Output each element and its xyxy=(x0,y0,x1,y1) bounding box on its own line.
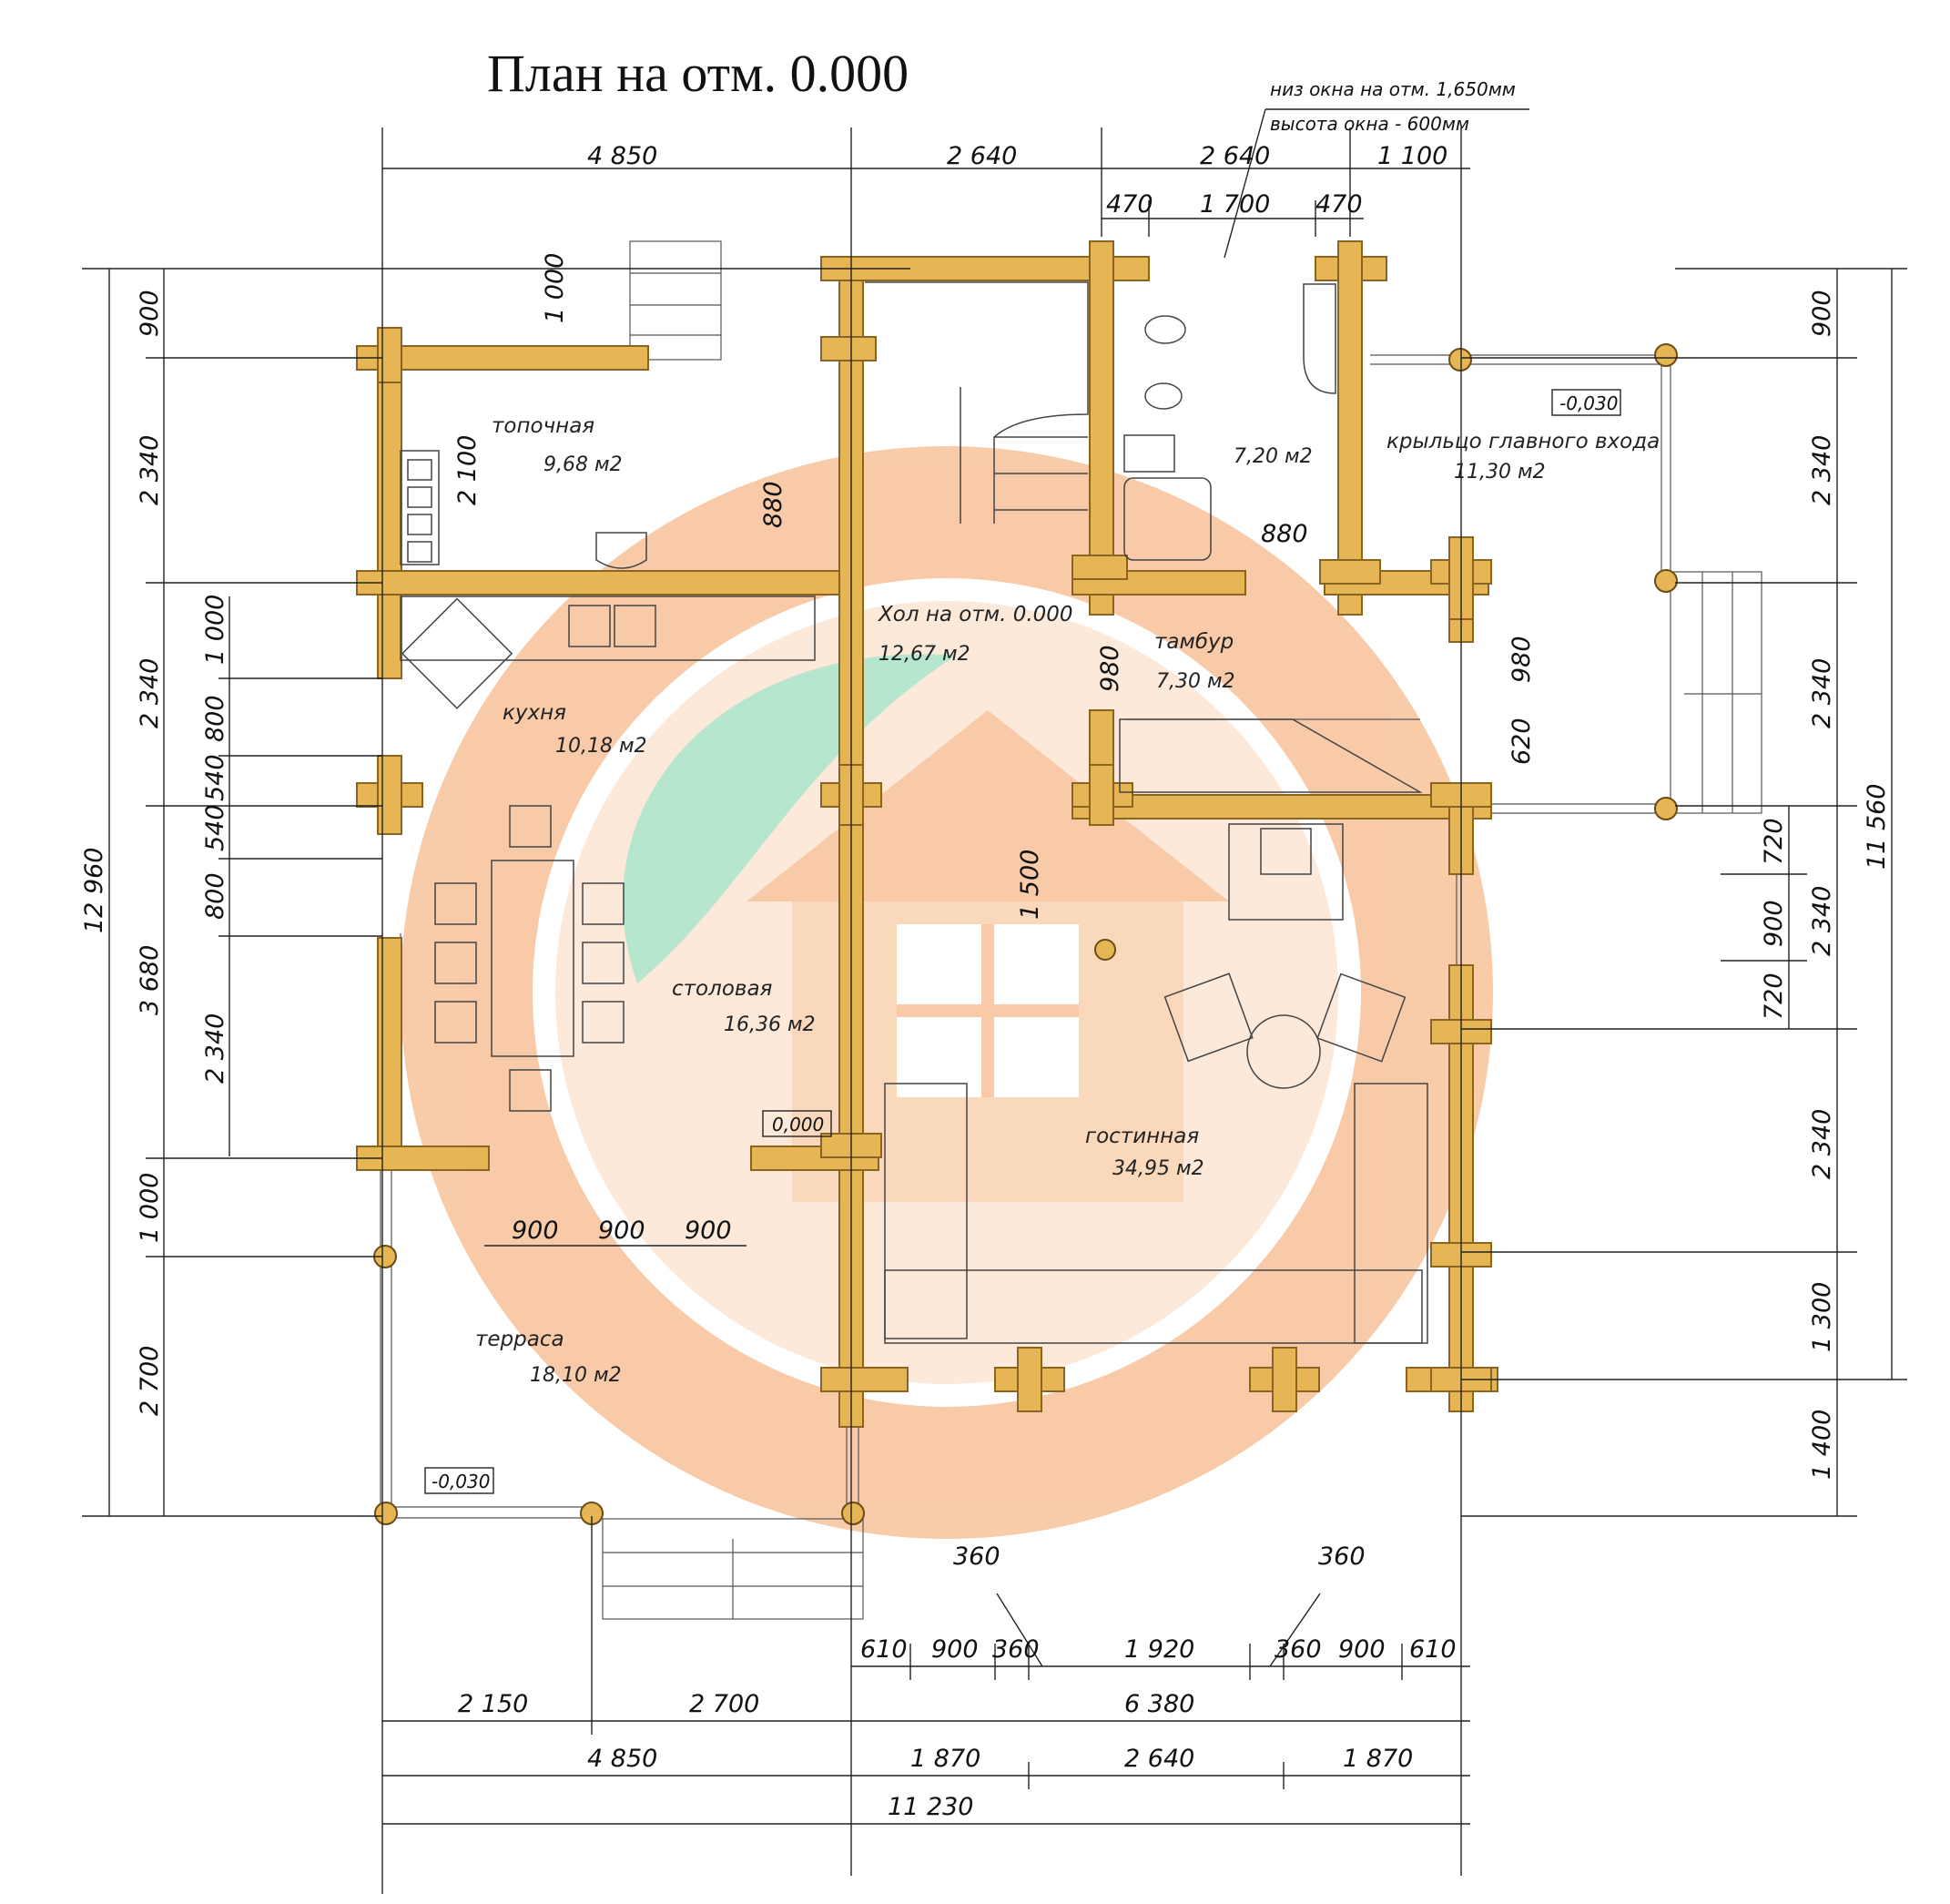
dim-bottom1-5: 360 xyxy=(1275,1635,1322,1664)
dim-top-1: 4 850 xyxy=(587,142,657,170)
room-area-vestibule: 7,30 м2 xyxy=(1156,670,1235,693)
dim-terrace-door-1: 900 xyxy=(512,1217,559,1245)
furniture xyxy=(400,281,1428,1344)
dim-right1-3: 2 340 xyxy=(1808,658,1836,728)
room-name-dining: столовая xyxy=(672,977,773,1001)
room-area-dining: 16,36 м2 xyxy=(724,1013,816,1036)
dim-callout-360-left: 360 xyxy=(953,1543,1000,1571)
dim-vestibule-620: 620 xyxy=(1508,718,1536,765)
dim-left2-2: 800 xyxy=(201,695,229,742)
dim-bottom3-2: 1 870 xyxy=(910,1745,980,1773)
room-area-boiler: 9,68 м2 xyxy=(543,453,623,476)
dim-left2-5: 800 xyxy=(201,872,229,920)
room-name-hall: Хол на отм. 0.000 xyxy=(878,603,1073,626)
dim-top-3: 2 640 xyxy=(1200,142,1270,170)
dim-left1-5: 1 000 xyxy=(136,1173,164,1243)
dim-top-2: 2 640 xyxy=(947,142,1017,170)
room-labels: топочная 9,68 м2 7,20 м2 крыльцо главног… xyxy=(475,414,1660,1387)
dim-bottom2-1: 2 150 xyxy=(458,1690,528,1718)
room-name-terrace: терраса xyxy=(475,1328,564,1351)
room-area-porch: 11,30 м2 xyxy=(1454,461,1546,484)
dimension-labels: 4 850 2 640 2 640 1 100 470 1 700 470 12… xyxy=(80,142,1891,1821)
dim-stair-door: 880 xyxy=(759,481,787,528)
dim-right1-6: 1 300 xyxy=(1808,1282,1836,1352)
dim-top2-2: 1 700 xyxy=(1200,190,1270,219)
dim-terrace-door-2: 900 xyxy=(598,1217,645,1245)
dim-right1-7: 1 400 xyxy=(1808,1410,1836,1480)
dim-left2-4: 540 xyxy=(201,804,229,851)
dim-bottom1-4: 1 920 xyxy=(1124,1635,1194,1664)
room-area-living: 34,95 м2 xyxy=(1112,1157,1204,1180)
dim-bottom1-6: 900 xyxy=(1338,1635,1386,1664)
dimension-lines xyxy=(82,108,1907,1894)
room-area-bathroom: 7,20 м2 xyxy=(1234,445,1313,468)
dim-top2-1: 470 xyxy=(1106,190,1153,219)
dim-top2-3: 470 xyxy=(1315,190,1363,219)
dim-bottom-total: 11 230 xyxy=(888,1793,973,1821)
dim-right-total: 11 560 xyxy=(1863,784,1891,870)
dim-bottom1-7: 610 xyxy=(1409,1635,1457,1664)
dim-left2-3: 540 xyxy=(201,754,229,801)
dim-left2-1: 1 000 xyxy=(201,595,229,665)
level-tag-dining: 0,000 xyxy=(772,1114,824,1135)
room-name-living: гостинная xyxy=(1085,1125,1199,1148)
dim-boiler-height: 2 100 xyxy=(453,435,482,505)
level-tags: -0,030 0,000 -0,030 xyxy=(432,392,1618,1492)
dim-bottom1-3: 360 xyxy=(992,1635,1040,1664)
dim-right1-5: 2 340 xyxy=(1808,1109,1836,1179)
room-name-boiler: топочная xyxy=(492,414,594,438)
room-name-porch: крыльцо главного входа xyxy=(1386,430,1660,453)
dim-bath-door: 880 xyxy=(1261,520,1308,548)
level-tag-terrace: -0,030 xyxy=(432,1471,490,1492)
dim-callout-360-right: 360 xyxy=(1318,1543,1366,1571)
dim-left2-6: 2 340 xyxy=(201,1013,229,1084)
dim-boiler-door: 1 000 xyxy=(541,253,569,323)
dim-right1-1: 900 xyxy=(1808,290,1836,337)
dim-bottom2-2: 2 700 xyxy=(689,1690,759,1718)
dim-right2-2: 900 xyxy=(1760,900,1788,947)
room-area-terrace: 18,10 м2 xyxy=(530,1364,622,1387)
dim-right2-1: 720 xyxy=(1760,818,1788,865)
dim-left1-1: 900 xyxy=(136,290,164,337)
dim-right1-2: 2 340 xyxy=(1808,435,1836,505)
dim-vestibule-980-a: 980 xyxy=(1096,645,1124,692)
dim-right1-4: 2 340 xyxy=(1808,886,1836,956)
room-area-kitchen: 10,18 м2 xyxy=(555,735,647,758)
dim-vestibule-980-b: 980 xyxy=(1508,636,1536,683)
dim-left-total: 12 960 xyxy=(80,848,108,933)
dim-bottom1-1: 610 xyxy=(860,1635,908,1664)
dim-top-4: 1 100 xyxy=(1377,142,1447,170)
dim-fireplace-1500: 1 500 xyxy=(1016,850,1044,920)
dim-left1-2: 2 340 xyxy=(136,435,164,505)
dim-bottom3-4: 1 870 xyxy=(1343,1745,1413,1773)
window-note-bottom-height: низ окна на отм. 1,650мм xyxy=(1270,78,1516,100)
dim-bottom2-3: 6 380 xyxy=(1124,1690,1194,1718)
dim-bottom1-2: 900 xyxy=(931,1635,979,1664)
level-tag-porch: -0,030 xyxy=(1559,392,1618,414)
room-area-hall: 12,67 м2 xyxy=(879,643,970,666)
dim-right2-3: 720 xyxy=(1760,972,1788,1020)
window-note-window-height: высота окна - 600мм xyxy=(1270,113,1469,135)
dim-left1-6: 2 700 xyxy=(136,1346,164,1416)
dim-left1-3: 2 340 xyxy=(136,658,164,728)
dim-bottom3-1: 4 850 xyxy=(587,1745,657,1773)
room-name-vestibule: тамбур xyxy=(1154,630,1234,654)
dim-terrace-door-3: 900 xyxy=(685,1217,732,1245)
plan-title: План на отм. 0.000 xyxy=(487,44,909,103)
dim-bottom3-3: 2 640 xyxy=(1124,1745,1194,1773)
dim-left1-4: 3 680 xyxy=(136,945,164,1015)
room-name-kitchen: кухня xyxy=(503,701,566,725)
